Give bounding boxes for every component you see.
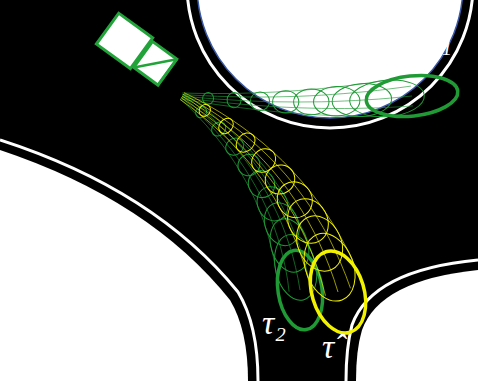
trajectory-line: [181, 98, 326, 296]
uncertainty-ellipse: [259, 159, 300, 200]
trajectory-line: [184, 93, 322, 286]
trajectory-label: τ̂: [322, 330, 334, 364]
trajectory-line: [180, 99, 278, 294]
edge-line: [346, 260, 478, 381]
trajectory-line: [183, 94, 351, 288]
uncertainty-ellipse: [216, 115, 237, 136]
trajectory-label: τ₂: [262, 306, 286, 340]
roadside: [0, 150, 248, 381]
uncertainty-ellipse: [301, 244, 375, 339]
uncertainty-ellipse: [272, 91, 298, 114]
uncertainty-ellipse: [364, 71, 460, 121]
trajectory-label: τ₁: [428, 20, 452, 54]
uncertainty-ellipse: [234, 150, 265, 180]
uncertainty-ellipse: [293, 89, 329, 115]
uncertainty-ellipse: [288, 208, 351, 278]
uncertainty-ellipse: [232, 129, 259, 156]
uncertainty-ellipse: [197, 102, 213, 118]
roadside: [356, 270, 478, 381]
uncertainty-ellipse: [313, 86, 360, 117]
trajectory-line: [180, 99, 313, 299]
trajectory-line: [184, 93, 363, 285]
trajectories: [180, 71, 460, 339]
uncertainty-ellipse: [247, 144, 281, 177]
trajectory-line: [183, 95, 311, 289]
uncertainty-ellipse: [250, 92, 270, 111]
edge-line: [0, 140, 258, 381]
uncertainty-ellipse: [227, 92, 242, 108]
trajectory-line: [181, 97, 289, 291]
truck: [96, 13, 178, 87]
